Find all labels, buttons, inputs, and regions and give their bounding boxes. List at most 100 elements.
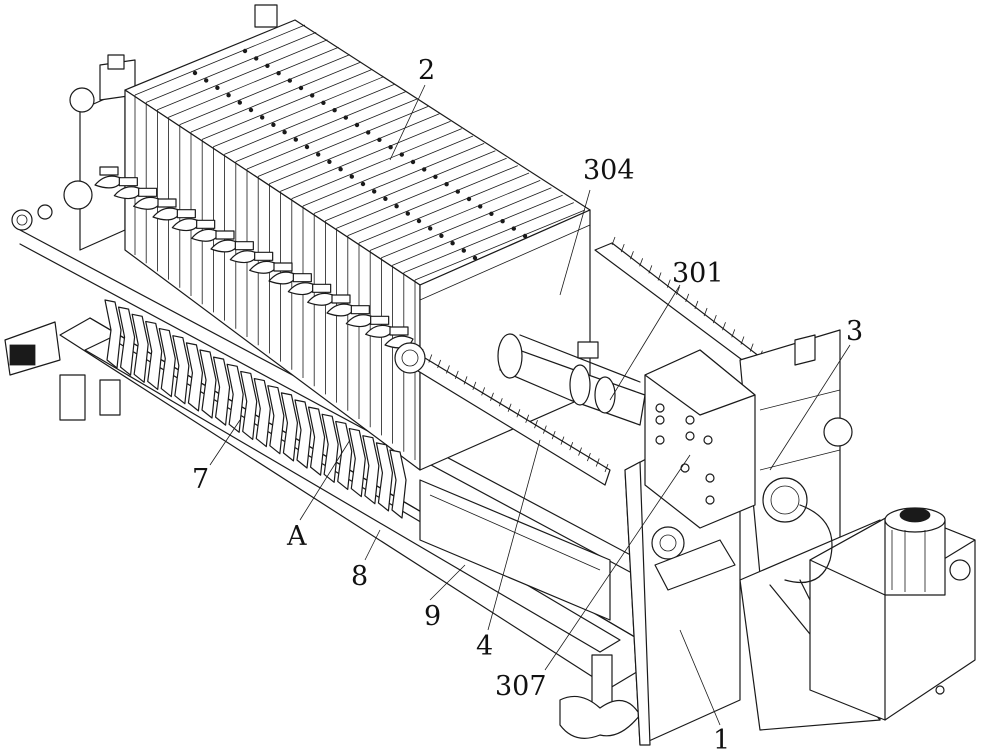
drip-tray xyxy=(104,299,407,519)
plate-top-edge xyxy=(246,98,418,170)
claw-block xyxy=(331,294,351,304)
rack-tooth xyxy=(630,251,634,260)
plate-top-edge xyxy=(358,172,530,244)
tray-shield xyxy=(104,299,122,369)
claw-block xyxy=(273,262,293,272)
tray-shield xyxy=(117,306,136,376)
plate-hole xyxy=(242,48,248,54)
label-307: 307 xyxy=(495,671,547,702)
rack-tooth xyxy=(446,365,450,374)
claw-block xyxy=(215,230,235,240)
rack-tooth xyxy=(620,243,625,253)
rack-tooth xyxy=(657,272,662,281)
claw-block xyxy=(370,315,390,325)
rack-tooth xyxy=(507,403,512,412)
rack-tooth xyxy=(611,236,616,246)
plate-top-edge xyxy=(314,143,485,214)
plate-hole xyxy=(248,107,254,113)
plate-top-edge xyxy=(224,83,395,155)
label-1: 1 xyxy=(713,725,731,756)
tray-shield xyxy=(267,385,285,455)
claw-block xyxy=(176,209,196,219)
label-8: 8 xyxy=(351,561,369,592)
rack-tooth xyxy=(694,300,699,310)
rack-tooth xyxy=(685,293,690,302)
hydraulic-cylinder xyxy=(497,333,646,426)
claw-block xyxy=(157,198,177,208)
plate-hole xyxy=(343,115,348,120)
plate-hole xyxy=(265,63,270,68)
tray-shield xyxy=(131,313,149,383)
plate-hole xyxy=(394,203,399,209)
plate-hole xyxy=(377,137,382,142)
label-3: 3 xyxy=(846,316,864,347)
control-button xyxy=(685,431,695,441)
rack-tooth xyxy=(722,322,726,331)
plate-hole xyxy=(226,92,231,98)
control-button xyxy=(680,463,690,473)
side-beam-rack xyxy=(399,236,791,486)
tray-shield xyxy=(212,356,231,426)
plate-hole xyxy=(321,100,326,105)
plate-hole xyxy=(360,181,366,187)
rack-tooth xyxy=(472,381,477,390)
claw-block xyxy=(234,241,254,251)
plate-hole xyxy=(444,181,449,187)
plate-hole xyxy=(416,218,422,224)
plate-top-edge xyxy=(168,46,339,118)
tray-shield xyxy=(240,370,258,441)
plate-hole xyxy=(372,189,377,194)
plate-hole xyxy=(500,218,505,224)
rack-tooth xyxy=(648,265,653,274)
rack-tooth xyxy=(712,315,717,324)
rack-tooth xyxy=(703,307,708,317)
plate-top-edge xyxy=(347,165,518,236)
plate-hole xyxy=(260,115,265,120)
plate-hole xyxy=(338,166,343,172)
plate-hole xyxy=(433,174,438,179)
plate-top-edge xyxy=(235,91,406,162)
tray-shield xyxy=(172,335,190,405)
plate-top-edge xyxy=(392,194,563,266)
label-2: 2 xyxy=(418,55,436,86)
tray-shield xyxy=(294,399,312,469)
rack-tooth xyxy=(666,279,671,288)
plate-hole xyxy=(203,78,209,83)
rack-tooth xyxy=(587,452,591,462)
tray-shield xyxy=(280,392,299,462)
plate-top-edge xyxy=(213,76,384,148)
plate-hole xyxy=(298,85,304,91)
plate-top-edge xyxy=(325,150,496,222)
plate-hole xyxy=(293,137,298,142)
plate-hole xyxy=(271,122,276,127)
claw-block xyxy=(312,283,332,293)
plate-hole xyxy=(354,122,360,128)
plate-hole xyxy=(310,93,315,98)
control-button xyxy=(655,403,665,413)
plate-hole xyxy=(422,167,427,172)
plate-hole xyxy=(399,152,404,157)
rack-tooth xyxy=(542,425,547,434)
tray-shield xyxy=(185,342,204,412)
plate-hole xyxy=(450,240,455,246)
plate-hole xyxy=(192,70,198,76)
plate-hole xyxy=(455,189,460,194)
claw-block xyxy=(99,166,119,176)
tray-shield xyxy=(226,363,244,433)
plate-hole xyxy=(522,233,528,239)
plate-hole xyxy=(282,129,287,135)
plate-top-edge xyxy=(134,24,306,96)
tray-shield xyxy=(335,420,353,491)
plate-hole xyxy=(304,144,310,150)
control-button xyxy=(685,415,695,425)
claw-block xyxy=(389,326,409,336)
rack-tooth xyxy=(731,329,736,338)
rack-tooth xyxy=(569,441,574,451)
rack-tooth xyxy=(525,414,530,423)
rack-tooth xyxy=(560,436,565,445)
rack-tooth xyxy=(454,370,459,380)
tray-shield xyxy=(158,327,176,398)
tray-shield xyxy=(348,427,366,498)
rack-tooth xyxy=(490,392,494,401)
control-button xyxy=(705,495,715,505)
